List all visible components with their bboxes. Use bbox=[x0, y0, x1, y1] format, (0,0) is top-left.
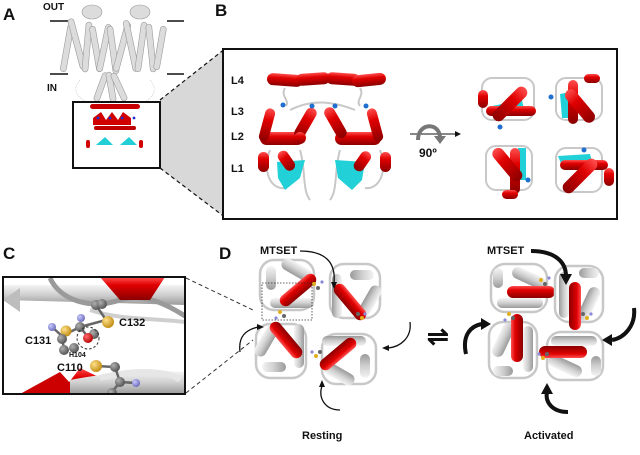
activated-subunit bbox=[489, 262, 555, 314]
rotation-arrow-icon bbox=[410, 124, 461, 144]
membrane-out-label: OUT bbox=[43, 2, 65, 13]
panel-a-inset-box bbox=[72, 101, 161, 169]
h104-dashed-circle bbox=[76, 326, 100, 350]
subunit-bottom-right bbox=[555, 147, 614, 194]
activated-cysteine-sites bbox=[503, 276, 593, 360]
layer-label-l4: L4 bbox=[231, 75, 244, 87]
residue-label-c131: C131 bbox=[25, 335, 52, 347]
activated-subunit bbox=[487, 314, 539, 380]
mtset-arrow-activated bbox=[530, 249, 568, 277]
resting-subunit bbox=[254, 321, 308, 380]
l3-l2-helices bbox=[258, 107, 384, 145]
activated-state-label: Activated bbox=[524, 430, 574, 442]
layer-label-l1: L1 bbox=[231, 163, 244, 175]
panel-d-letter: D bbox=[219, 244, 232, 263]
activated-subunit bbox=[539, 330, 605, 382]
panel-b-top-view bbox=[478, 74, 614, 199]
subunit-top-left bbox=[478, 77, 536, 122]
membrane-in-label: IN bbox=[47, 83, 57, 94]
activated-tetramer bbox=[487, 262, 605, 382]
resting-tetramer bbox=[254, 258, 382, 386]
layer-label-l2: L2 bbox=[231, 131, 244, 143]
activated-mtset-label: MTSET bbox=[487, 245, 525, 257]
subunit-bottom-left bbox=[485, 145, 533, 199]
metal-ions bbox=[280, 102, 369, 109]
residue-label-c132: C132 bbox=[119, 317, 146, 329]
l1-helices bbox=[258, 150, 391, 172]
resting-cysteine-sites bbox=[274, 280, 367, 358]
residue-label-h104: H104 bbox=[69, 352, 86, 359]
resting-mtset-label: MTSET bbox=[260, 245, 298, 257]
panel-c-frame bbox=[2, 276, 186, 395]
activated-access-arrows bbox=[463, 249, 637, 414]
equilibrium-arrows-icon: ⇌ bbox=[427, 321, 449, 351]
resting-state-label: Resting bbox=[302, 430, 343, 442]
rotation-angle-label: 90º bbox=[419, 146, 437, 160]
subunit-top-right bbox=[555, 74, 603, 124]
panel-c-source-box bbox=[261, 282, 313, 321]
cytoplasmic-domain-thumbnail bbox=[86, 104, 143, 148]
resting-access-arrows bbox=[239, 250, 411, 411]
panel-c-letter: C bbox=[3, 244, 16, 263]
resting-subunit bbox=[328, 262, 382, 321]
zoom-wedge bbox=[160, 48, 226, 218]
layer-label-l3: L3 bbox=[231, 106, 244, 118]
panel-a-letter: A bbox=[3, 5, 16, 24]
l4-helices bbox=[267, 72, 386, 88]
panel-a-structure bbox=[50, 4, 227, 219]
panel-b-letter: B bbox=[215, 1, 228, 20]
top-view-metal-ions bbox=[497, 94, 587, 183]
transmembrane-domain bbox=[60, 4, 167, 103]
mtset-arrow-resting bbox=[299, 250, 335, 284]
resting-subunit bbox=[258, 258, 317, 312]
resting-subunit bbox=[319, 332, 378, 386]
residue-label-c110: C110 bbox=[57, 362, 83, 374]
